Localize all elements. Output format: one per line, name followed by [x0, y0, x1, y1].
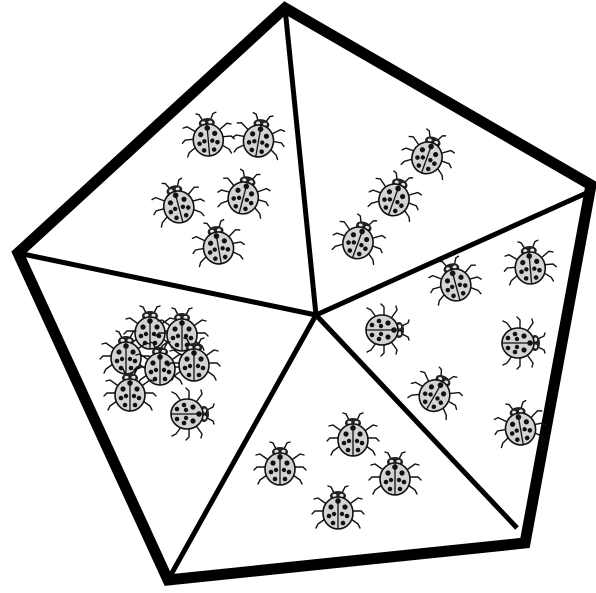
pentagon-outline [18, 8, 591, 580]
